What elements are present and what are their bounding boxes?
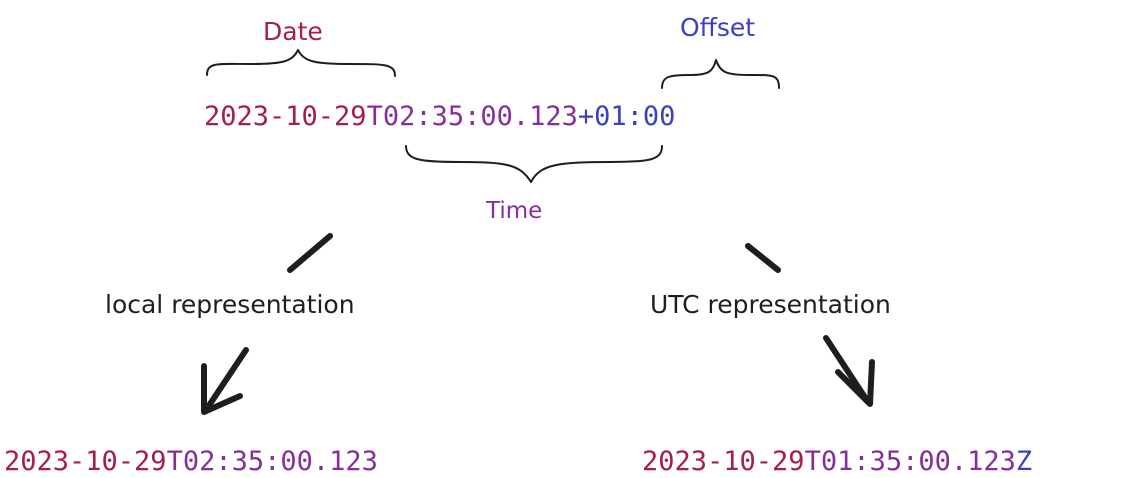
right-arrow-shaft-top [745,243,781,273]
time-brace [405,145,663,183]
source-time: T02:35:00.123 [367,101,578,132]
label-utc-representation: UTC representation [650,290,891,319]
utc-result-timestamp: 2023-10-29T01:35:00.123Z [642,446,1032,477]
utc-result-date: 2023-10-29 [642,446,805,477]
offset-brace [661,59,780,89]
label-time: Time [485,198,542,224]
right-arrow-head [835,359,875,407]
left-arrow-shaft-top [287,233,333,273]
label-offset: Offset [680,13,755,42]
date-brace [206,49,396,77]
local-result-time: T02:35:00.123 [167,446,378,477]
local-result-timestamp: 2023-10-29T02:35:00.123 [4,446,378,477]
left-arrow-head [201,363,243,415]
utc-result-zone: Z [1016,446,1032,477]
local-result-date: 2023-10-29 [4,446,167,477]
label-local-representation: local representation [105,290,355,319]
source-offset: +01:00 [578,101,676,132]
source-date: 2023-10-29 [204,101,367,132]
utc-result-time: T01:35:00.123 [805,446,1016,477]
label-date: Date [263,17,323,46]
source-timestamp: 2023-10-29T02:35:00.123+01:00 [204,101,675,132]
left-arrow-shaft-bottom [203,347,249,413]
